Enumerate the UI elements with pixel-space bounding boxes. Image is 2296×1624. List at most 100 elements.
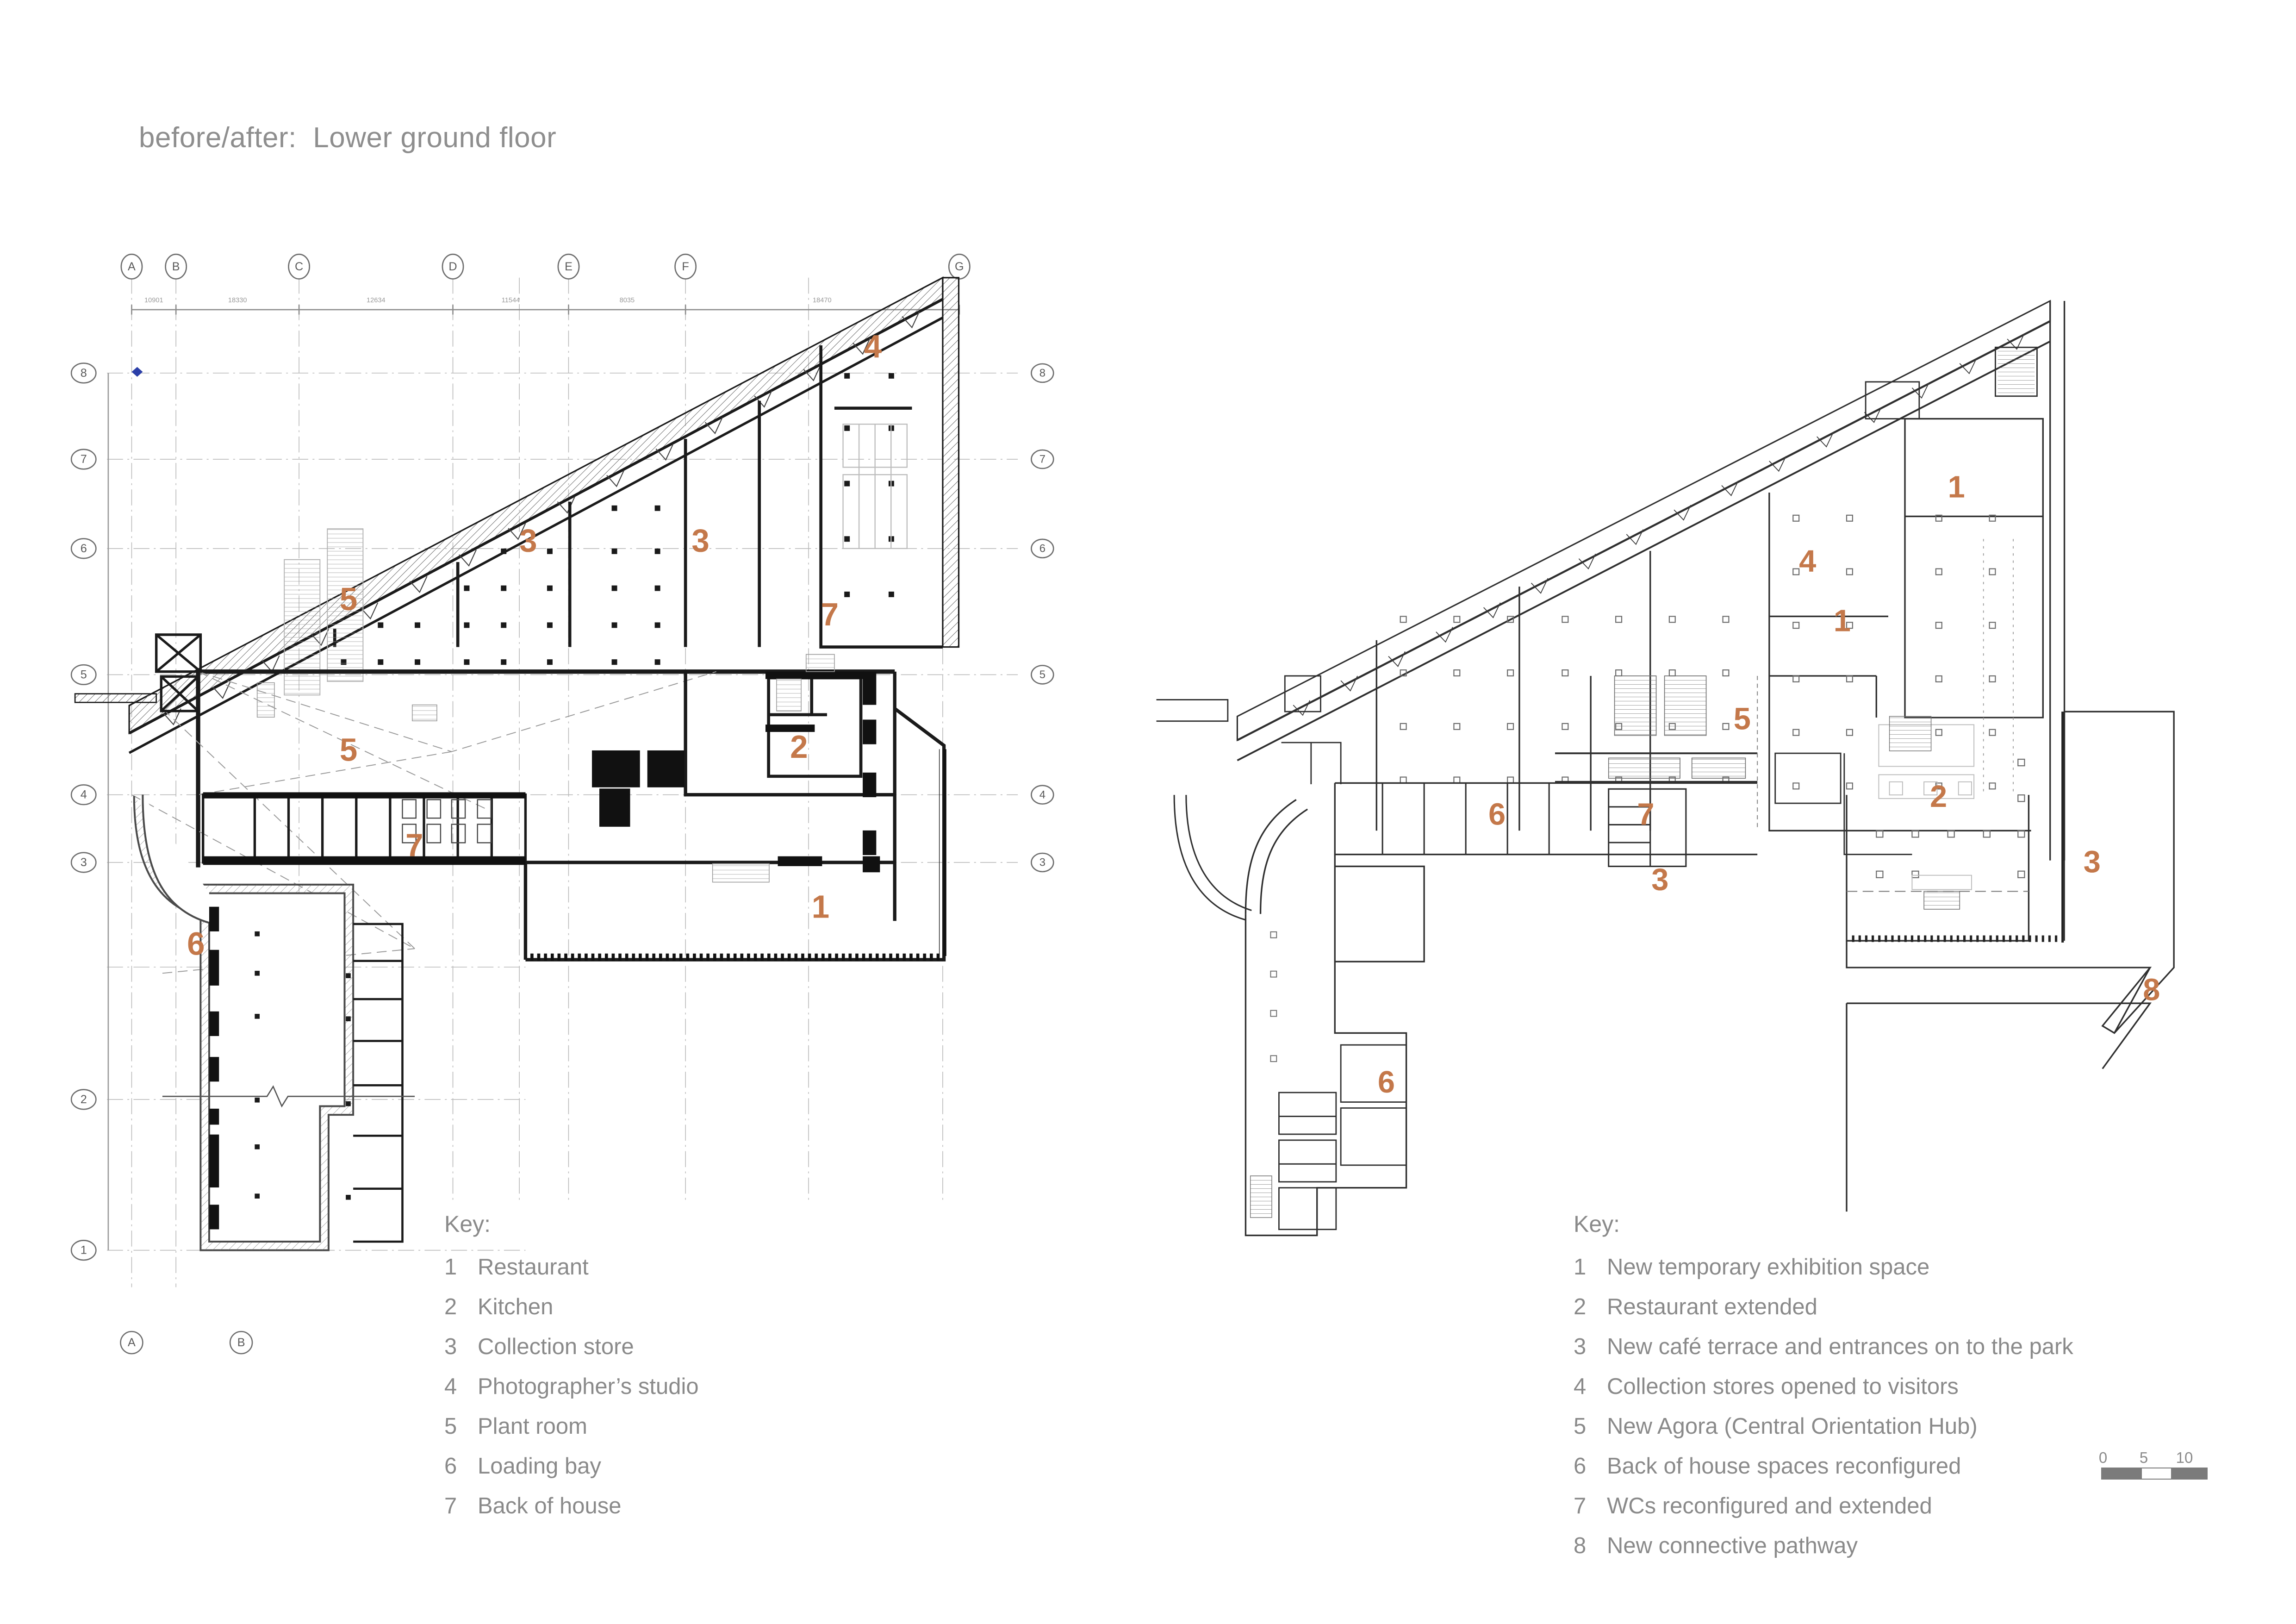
marker-3a: 3 — [519, 522, 537, 558]
key-item: 4 Collection stores opened to visitors — [1574, 1375, 2073, 1398]
scale-segment-dark-1 — [2102, 1468, 2142, 1479]
key-number: 5 — [444, 1414, 457, 1439]
svg-text:A: A — [128, 260, 136, 273]
key-item: 1 Restaurant — [444, 1256, 699, 1279]
terrace-edge-before — [527, 749, 946, 961]
scale-segment-light — [2141, 1468, 2172, 1479]
marker-after-1b: 1 — [1834, 604, 1851, 638]
key-number: 3 — [1574, 1334, 1587, 1359]
blue-reference-marker — [131, 367, 143, 377]
marker-6: 6 — [187, 925, 205, 962]
room-markers-before: 4 3 3 5 7 5 2 7 1 6 — [187, 329, 882, 962]
wc-fixtures — [402, 799, 492, 843]
scale-tick-0: 0 — [2098, 1449, 2108, 1466]
svg-text:6: 6 — [81, 542, 87, 555]
grid-bubbles-right: 876 543 — [1031, 363, 1054, 873]
key-number: 4 — [1574, 1374, 1587, 1399]
key-label: Back of house — [478, 1493, 622, 1518]
svg-text:4: 4 — [81, 788, 87, 801]
restaurant-furniture — [1878, 724, 1975, 890]
key-number: 6 — [444, 1454, 457, 1479]
key-label: Restaurant — [478, 1255, 589, 1280]
key-number: 1 — [1574, 1255, 1587, 1280]
key-item: 6 Loading bay — [444, 1455, 699, 1478]
floor-plan-before: 10901 18330 12634 11544 8035 18470 — [69, 241, 1129, 1361]
key-number: 7 — [1574, 1493, 1587, 1518]
svg-text:8: 8 — [1039, 367, 1045, 380]
kitchen-service-cores — [592, 671, 880, 873]
svg-text:7: 7 — [1039, 453, 1045, 466]
restaurant-columns — [1876, 758, 2025, 878]
key-label: Collection store — [478, 1334, 634, 1359]
marker-7b: 7 — [405, 827, 423, 863]
scale-tick-10: 10 — [2176, 1449, 2193, 1466]
key-label: New connective pathway — [1607, 1533, 1858, 1558]
marker-7a: 7 — [821, 596, 839, 632]
svg-text:10901: 10901 — [144, 297, 163, 304]
svg-text:F: F — [682, 260, 689, 273]
marker-2: 2 — [790, 729, 808, 765]
key-label: Back of house spaces reconfigured — [1607, 1454, 1961, 1479]
key-item: 2 Kitchen — [444, 1296, 699, 1318]
svg-text:E: E — [565, 260, 572, 273]
dimension-line-top: 10901 18330 12634 11544 8035 18470 — [131, 297, 960, 315]
svg-text:8: 8 — [81, 367, 87, 380]
column-grid — [341, 373, 894, 665]
scale-bar: 0 5 10 — [2098, 1449, 2208, 1480]
key-number: 5 — [1574, 1414, 1587, 1439]
key-item: 6 Back of house spaces reconfigured — [1574, 1455, 2073, 1478]
key-item: 5 New Agora (Central Orientation Hub) — [1574, 1415, 2073, 1438]
svg-text:G: G — [955, 260, 964, 273]
marker-after-3a: 3 — [1651, 862, 1668, 897]
marker-after-6a: 6 — [1488, 797, 1506, 831]
key-label: Photographer’s studio — [478, 1374, 699, 1399]
svg-text:3: 3 — [1039, 856, 1045, 869]
key-item: 2 Restaurant extended — [1574, 1296, 2073, 1318]
svg-text:18470: 18470 — [813, 297, 832, 304]
key-number: 2 — [444, 1294, 457, 1319]
key-number: 4 — [444, 1374, 457, 1399]
scale-segment-dark-2 — [2171, 1468, 2207, 1479]
studio-furniture — [842, 424, 908, 550]
key-label: New temporary exhibition space — [1607, 1255, 1930, 1280]
key-item: 4 Photographer’s studio — [444, 1375, 699, 1398]
key-label: Restaurant extended — [1607, 1294, 1817, 1319]
stair-runs — [256, 654, 835, 883]
grid-bubbles-left: 876 543 21 — [70, 362, 109, 1261]
key-item: 7 Back of house — [444, 1495, 699, 1518]
scale-tick-5: 5 — [2139, 1449, 2148, 1466]
marker-after-5: 5 — [1734, 702, 1751, 737]
svg-text:6: 6 — [1039, 542, 1045, 555]
svg-text:18330: 18330 — [228, 297, 247, 304]
svg-text:A: A — [128, 1336, 136, 1349]
key-number: 8 — [1574, 1533, 1587, 1558]
svg-text:7: 7 — [81, 453, 87, 466]
key-number: 6 — [1574, 1454, 1587, 1479]
key-item: 3 Collection store — [444, 1336, 699, 1358]
marker-1: 1 — [812, 889, 829, 925]
key-legend-after: Key: 1 New temporary exhibition space 2 … — [1574, 1211, 2073, 1574]
key-heading-left: Key: — [444, 1211, 491, 1237]
key-number: 7 — [444, 1493, 457, 1518]
marker-after-2: 2 — [1930, 779, 1947, 814]
marker-5a: 5 — [340, 581, 357, 617]
key-label: Kitchen — [478, 1294, 554, 1319]
marker-after-4: 4 — [1799, 544, 1816, 579]
marker-after-1a: 1 — [1948, 469, 1965, 504]
svg-text:3: 3 — [81, 856, 87, 869]
loading-bay-wing — [133, 794, 415, 1251]
svg-text:C: C — [295, 260, 303, 273]
key-number: 3 — [444, 1334, 457, 1359]
svg-text:1: 1 — [81, 1244, 87, 1257]
marker-after-8: 8 — [2143, 973, 2160, 1007]
key-label: WCs reconfigured and extended — [1607, 1493, 1932, 1518]
key-item: 3 New café terrace and entrances on to t… — [1574, 1336, 2073, 1358]
plant-room-equipment — [284, 528, 364, 696]
svg-text:8035: 8035 — [620, 297, 635, 304]
key-label: Plant room — [478, 1414, 587, 1439]
key-item: 1 New temporary exhibition space — [1574, 1256, 2073, 1279]
marker-after-7: 7 — [1637, 797, 1654, 831]
floor-plan-after: 1 4 1 5 2 7 6 3 3 8 6 — [1139, 241, 2221, 1361]
